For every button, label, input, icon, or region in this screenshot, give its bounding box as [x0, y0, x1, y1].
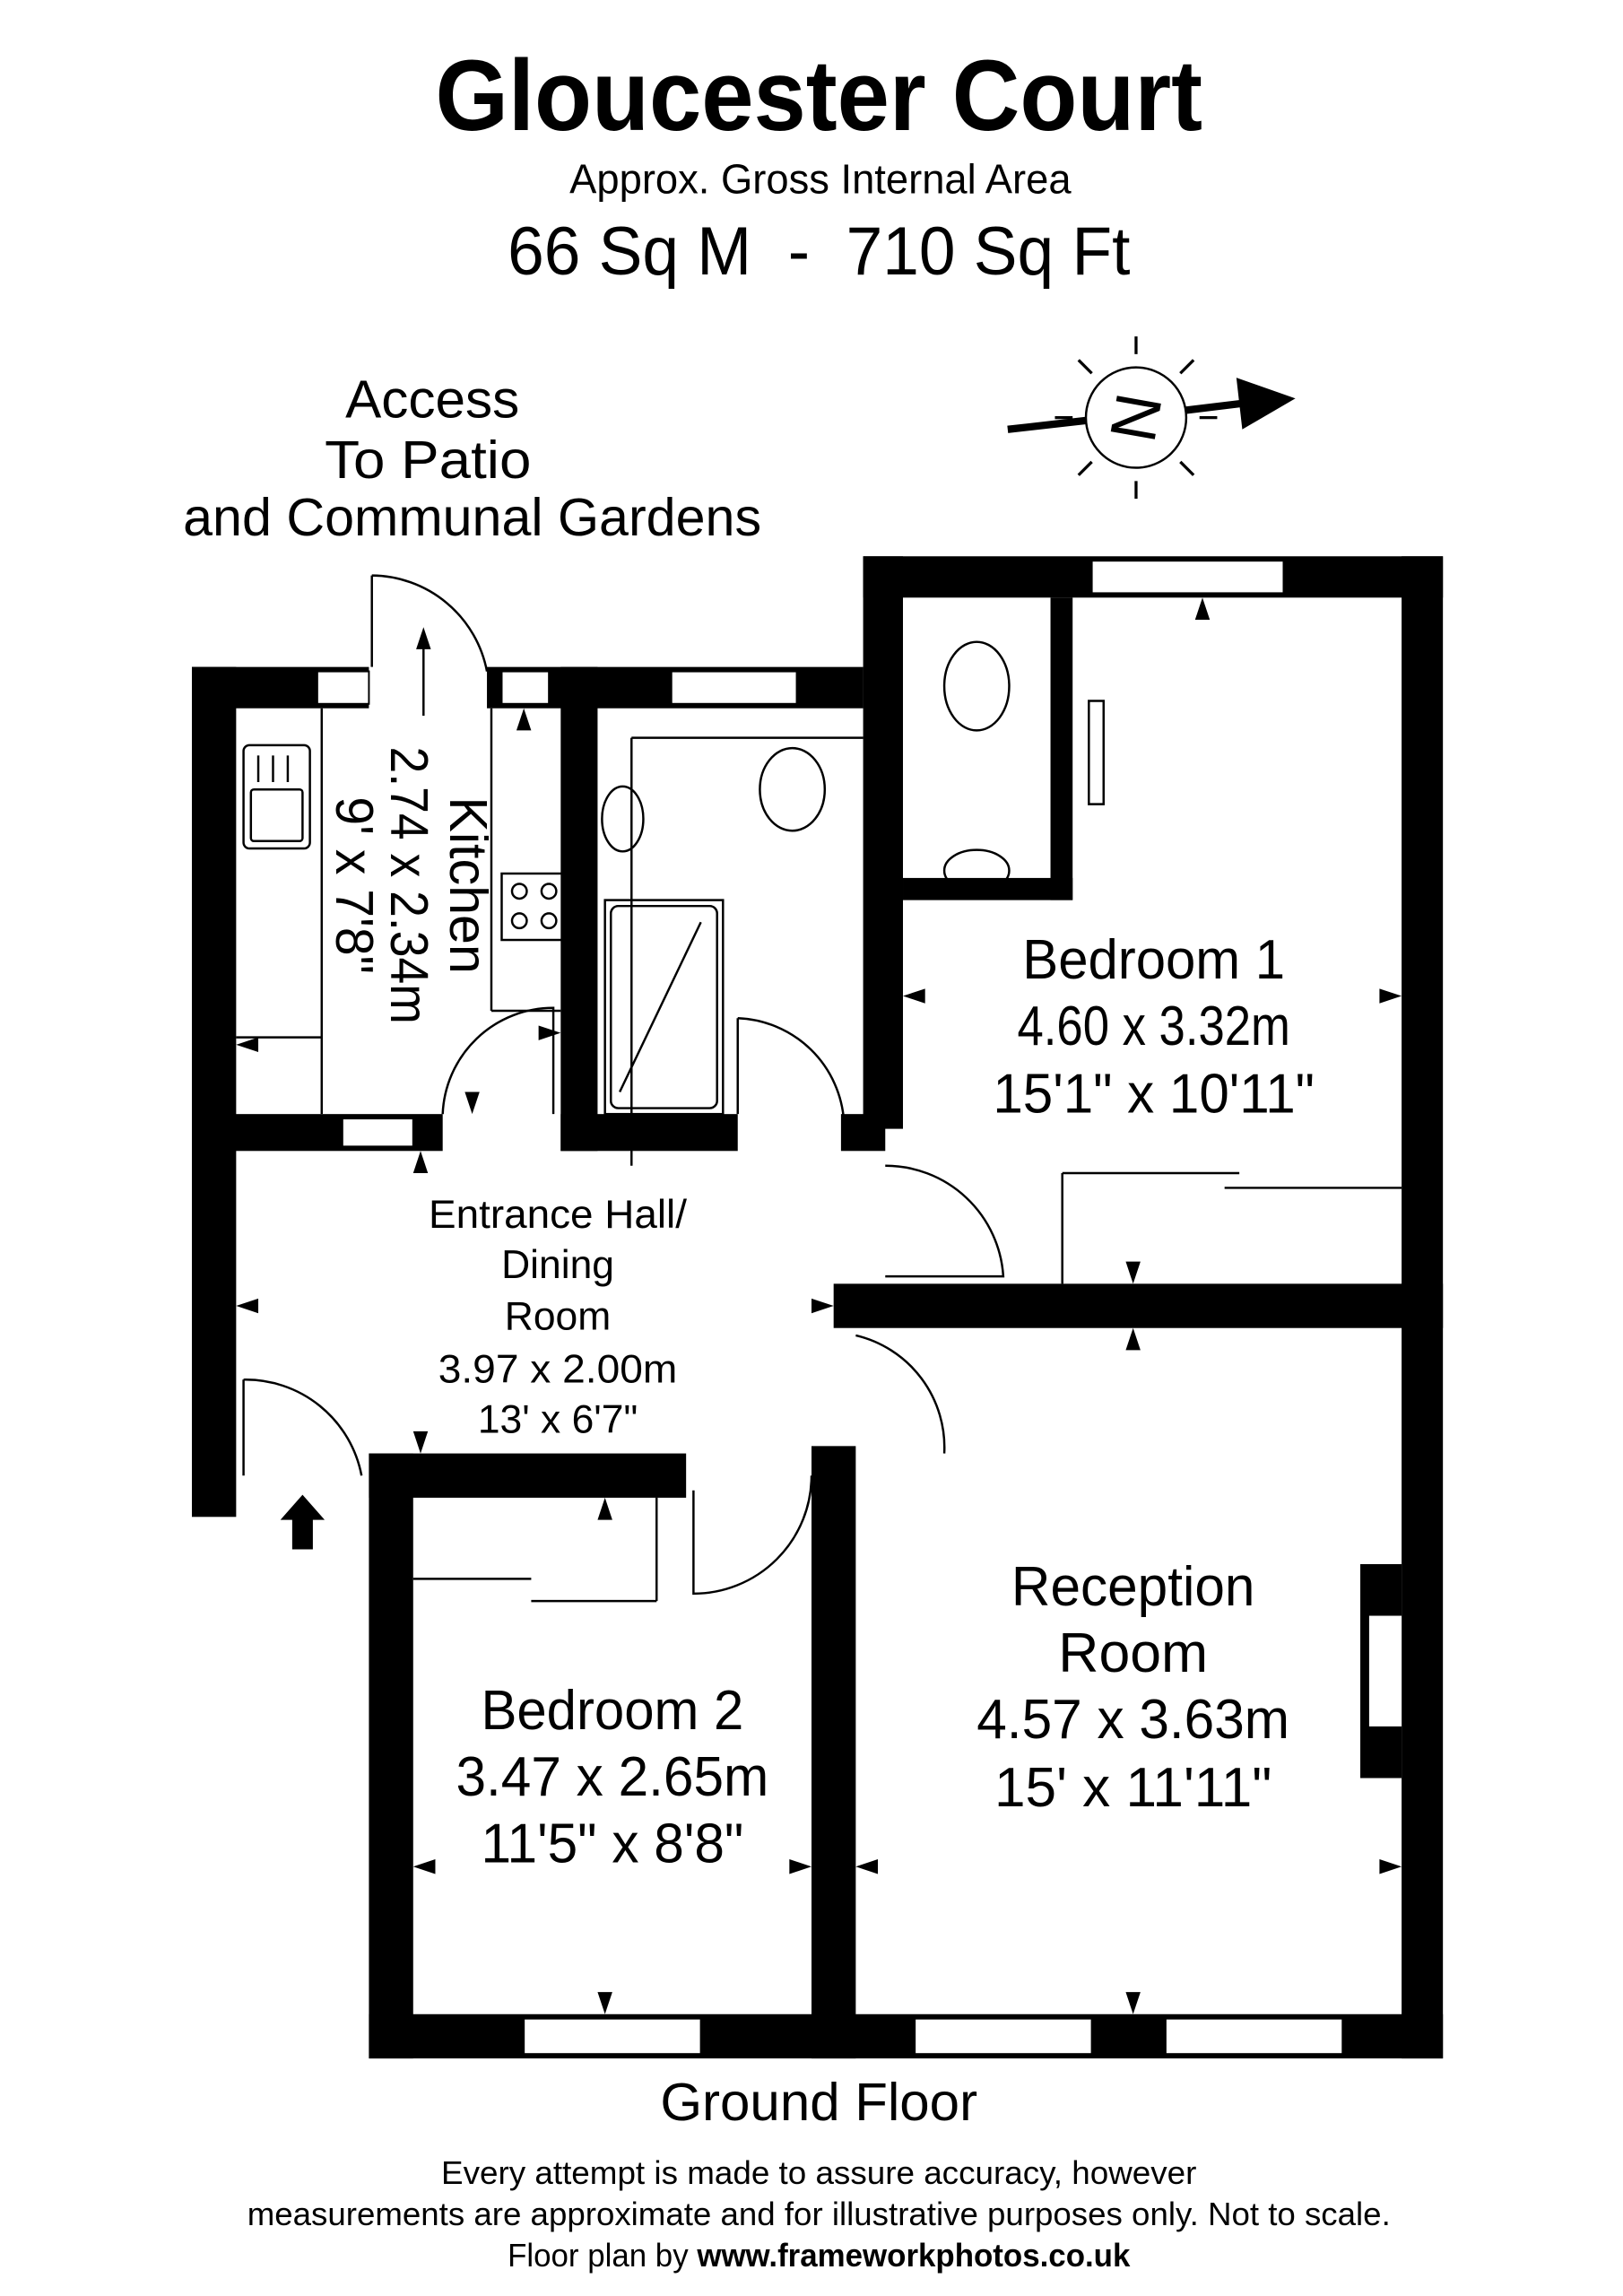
credit-link[interactable]: www.frameworkphotos.co.uk: [696, 2237, 1131, 2274]
svg-text:11'5" x 8'8": 11'5" x 8'8": [481, 1812, 743, 1874]
svg-text:Room: Room: [505, 1294, 611, 1338]
svg-text:Dining: Dining: [501, 1243, 614, 1287]
basin-icon: [601, 785, 1011, 892]
area-value: 66 Sq M - 710 Sq Ft: [508, 213, 1130, 290]
disclaimer-line-2: measurements are approximate and for ill…: [247, 2196, 1391, 2232]
room-kitchen: Kitchen 2.74 x 2.34m 9' x 7'8": [325, 746, 499, 1023]
svg-text:2.74 x 2.34m: 2.74 x 2.34m: [379, 746, 439, 1023]
svg-text:N: N: [1097, 388, 1176, 448]
svg-text:Bedroom 2: Bedroom 2: [481, 1679, 743, 1742]
svg-text:3.47 x 2.65m: 3.47 x 2.65m: [456, 1745, 768, 1808]
access-note-line-3: and Communal Gardens: [183, 487, 761, 547]
svg-text:Room: Room: [1058, 1622, 1208, 1684]
room-entrance-hall: Entrance Hall/ Dining Room 3.97 x 2.00m …: [429, 1193, 688, 1442]
disclaimer-line-1: Every attempt is made to assure accuracy…: [441, 2154, 1196, 2191]
dimension-markers: [236, 597, 1402, 2014]
area-subtitle: Approx. Gross Internal Area: [569, 156, 1072, 203]
svg-text:15' x 11'11": 15' x 11'11": [994, 1756, 1271, 1819]
bath-icon: [603, 899, 725, 1116]
svg-text:9' x 7'8": 9' x 7'8": [325, 796, 385, 973]
svg-text:13' x 6'7": 13' x 6'7": [478, 1398, 638, 1442]
room-bedroom-2: Bedroom 2 3.47 x 2.65m 11'5" x 8'8": [456, 1679, 768, 1874]
sink-icon: [242, 744, 311, 850]
room-reception: Reception Room 4.57 x 3.63m 15' x 11'11": [976, 1555, 1289, 1819]
entrance-arrow-icon: [280, 1494, 325, 1550]
credit-prefix: Floor plan by: [508, 2237, 697, 2274]
room-bedroom-1: Bedroom 1 4.60 x 3.32m 15'1" x 10'11": [993, 928, 1315, 1126]
floor-label: Ground Floor: [660, 2072, 977, 2132]
credit-line: Floor plan by www.frameworkphotos.co.uk: [508, 2237, 1131, 2274]
svg-text:Bedroom 1: Bedroom 1: [1022, 928, 1285, 991]
svg-text:Reception: Reception: [1011, 1555, 1254, 1618]
svg-text:15'1" x 10'11": 15'1" x 10'11": [993, 1063, 1315, 1126]
svg-text:Kitchen: Kitchen: [438, 796, 499, 973]
windows: [316, 560, 1344, 2056]
hob-icon: [236, 708, 569, 1115]
svg-text:3.97 x 2.00m: 3.97 x 2.00m: [438, 1348, 678, 1392]
access-note-line-2: To Patio: [325, 430, 531, 490]
access-note-line-1: Access: [345, 370, 519, 430]
doors: [242, 574, 1402, 1603]
svg-text:4.60 x 3.32m: 4.60 x 3.32m: [1018, 995, 1290, 1057]
svg-text:4.57 x 3.63m: 4.57 x 3.63m: [976, 1688, 1289, 1751]
toilet-icon: [630, 640, 1011, 1166]
svg-text:Entrance Hall/: Entrance Hall/: [429, 1193, 688, 1237]
north-compass-icon: N: [1007, 336, 1296, 500]
plan-title: Gloucester Court: [435, 39, 1202, 152]
